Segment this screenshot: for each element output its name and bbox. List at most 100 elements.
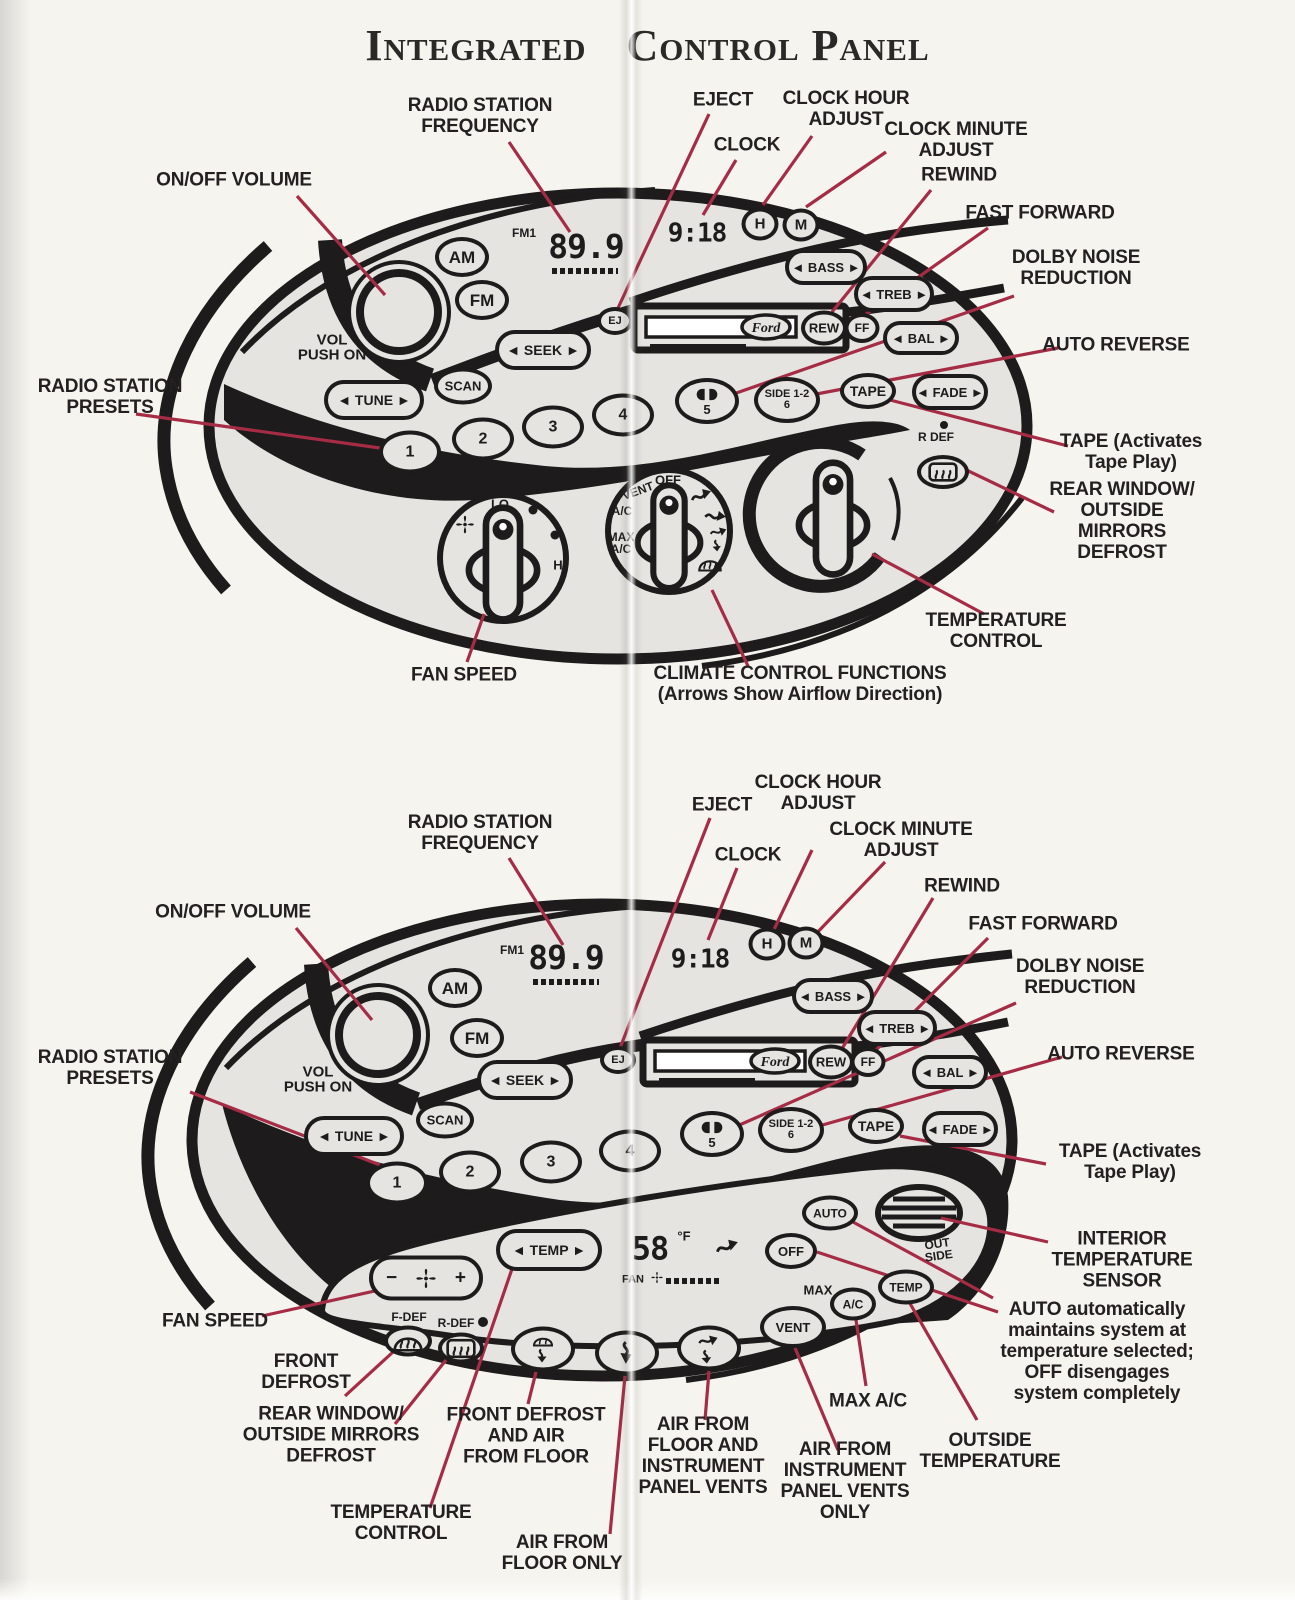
bottom-panel-off-button[interactable]: OFF xyxy=(765,1233,817,1269)
temperature-knob[interactable] xyxy=(742,435,901,593)
bottom-panel-seek-button[interactable]: ◄ SEEK ► xyxy=(477,1060,573,1100)
bottom-panel-temp-display: 58 xyxy=(631,1229,670,1268)
bottom-panel-preset-1-button[interactable]: 1 xyxy=(366,1161,428,1205)
top-panel-clock-label: CLOCK xyxy=(713,134,781,156)
bottom-panel-r-def-label: R-DEF xyxy=(437,1315,475,1330)
top-panel-preset-1-button[interactable]: 1 xyxy=(379,430,441,474)
off-button-text: OFF xyxy=(778,1243,804,1259)
top-panel-fast-forward-button[interactable]: FF xyxy=(844,313,880,343)
m3-icon xyxy=(696,1333,722,1363)
dolby-icon xyxy=(699,1120,725,1135)
bottom-panel-temp-adjust-button[interactable]: ◄ TEMP ► xyxy=(496,1229,602,1271)
am-button-text: AM xyxy=(441,978,469,998)
top-panel-preset-3-button[interactable]: 3 xyxy=(522,405,584,449)
bottom-panel-r-def-indicator-dot xyxy=(478,1317,488,1327)
bottom-panel-fast-forward-label: FAST FORWARD xyxy=(968,913,1118,935)
bottom-panel-auto-button[interactable]: AUTO xyxy=(802,1195,858,1231)
bottom-panel-dolby-button[interactable]: 5 xyxy=(680,1111,744,1157)
rewind-button-text: REW xyxy=(808,320,840,336)
bottom-panel-balance-button[interactable]: ◄ BAL ► xyxy=(912,1055,988,1089)
bottom-panel-preset-2-button[interactable]: 2 xyxy=(439,1150,501,1194)
top-panel-seek-button[interactable]: ◄ SEEK ► xyxy=(495,330,591,370)
bottom-panel-ac-button[interactable]: A/C xyxy=(830,1287,876,1321)
fan-icon xyxy=(650,1271,664,1285)
top-panel-tape-button[interactable]: TAPE xyxy=(840,373,896,409)
bottom-panel-vent-button[interactable]: VENT xyxy=(760,1306,826,1348)
top-panel-preset-4-button[interactable]: 4 xyxy=(592,393,654,437)
clock-hour-button-text: H xyxy=(761,935,773,953)
eject-button-text: EJ xyxy=(608,314,622,327)
bottom-panel-fm-button[interactable]: FM xyxy=(450,1018,504,1058)
bottom-panel-rear-defrost-button[interactable] xyxy=(438,1332,484,1364)
preset-4-button-text: 4 xyxy=(625,1142,635,1159)
top-panel-clock-hour-button[interactable]: H xyxy=(741,207,779,241)
fan-plus[interactable]: + xyxy=(454,1267,466,1289)
bottom-panel-fan-speed-button[interactable]: −+ xyxy=(369,1255,483,1301)
top-panel-fade-button[interactable]: ◄ FADE ► xyxy=(912,374,988,410)
bottom-panel-treble-button[interactable]: ◄ TREB ► xyxy=(857,1010,937,1046)
bottom-panel-tape-button[interactable]: TAPE xyxy=(848,1108,904,1144)
bottom-panel-display-airflow-icon xyxy=(715,1233,739,1262)
top-panel-balance-button[interactable]: ◄ BAL ► xyxy=(883,321,959,355)
defR-icon xyxy=(446,1338,476,1358)
bottom-panel-front-defrost-button[interactable] xyxy=(384,1325,432,1357)
top-panel-fm-button[interactable]: FM xyxy=(455,280,509,320)
bass-button-text: ◄ BASS ► xyxy=(791,259,861,275)
top-panel-temperature-control-label: TEMPERATURE CONTROL xyxy=(925,610,1067,652)
bottom-panel-fan-display-label: FAN xyxy=(622,1273,644,1286)
balance-button-text: ◄ BAL ► xyxy=(920,1064,980,1080)
bottom-panel-eject-label: EJECT xyxy=(691,794,753,816)
top-panel-tune-button[interactable]: ◄ TUNE ► xyxy=(324,380,424,420)
bottom-panel-clock-minute-button[interactable]: M xyxy=(787,926,825,960)
defF-icon xyxy=(393,1331,423,1351)
fast-forward-button-text: FF xyxy=(860,1055,876,1069)
top-panel-dolby-button[interactable]: 5 xyxy=(675,378,739,424)
top-panel-fan-h-label: H xyxy=(553,557,563,573)
bottom-panel-preset-3-button[interactable]: 3 xyxy=(520,1140,582,1184)
outside-temp-button-text: TEMP xyxy=(889,1280,923,1294)
bottom-panel-clock-hour-adjust-label: CLOCK HOUR ADJUST xyxy=(754,772,882,814)
top-panel-clock-minute-button[interactable]: M xyxy=(782,208,820,242)
top-panel-mode-max-ac-label: MAX A/C xyxy=(607,529,635,556)
bottom-panel-am-button[interactable]: AM xyxy=(428,968,482,1008)
bottom-panel-scan-button[interactable]: SCAN xyxy=(416,1101,474,1139)
top-panel-scan-button[interactable]: SCAN xyxy=(434,367,492,405)
bottom-panel-bass-button[interactable]: ◄ BASS ► xyxy=(792,978,874,1014)
top-panel-rewind-button[interactable]: REW xyxy=(801,310,847,346)
bottom-panel-mode-floor-only-button[interactable] xyxy=(595,1330,659,1376)
top-panel-side-1-2-button[interactable]: SIDE 1-2 6 xyxy=(754,377,820,423)
bottom-panel-preset-4-button[interactable]: 4 xyxy=(599,1129,661,1173)
top-panel-fan-dot-2 xyxy=(550,530,560,540)
bottom-panel-rewind-button[interactable]: REW xyxy=(808,1044,854,1080)
top-panel-eject-button[interactable]: EJ xyxy=(597,307,633,335)
flowF-icon xyxy=(615,1340,639,1367)
bottom-panel-radio-station-frequency-label: RADIO STATION FREQUENCY xyxy=(407,812,553,854)
bottom-panel-outside-temp-button[interactable]: TEMP xyxy=(878,1269,934,1305)
top-panel-am-button[interactable]: AM xyxy=(435,237,489,277)
bottom-panel-fast-forward-button[interactable]: FF xyxy=(850,1047,886,1077)
bottom-panel-eject-button[interactable]: EJ xyxy=(600,1046,636,1074)
page-title-word-2: Control Panel xyxy=(626,21,930,70)
dolby-button-text: 5 xyxy=(703,401,711,417)
dolby-button-text: 5 xyxy=(708,1134,716,1150)
scan-button-text: SCAN xyxy=(426,1112,464,1128)
top-panel-bass-button[interactable]: ◄ BASS ► xyxy=(785,249,867,285)
top-panel-rear-defrost-button[interactable] xyxy=(917,455,969,489)
preset-4-button-text: 4 xyxy=(618,406,628,423)
bottom-panel-clock-hour-button[interactable]: H xyxy=(748,927,786,961)
top-panel-preset-2-button[interactable]: 2 xyxy=(452,417,514,461)
bottom-panel-mode-floor-panel-button[interactable] xyxy=(677,1325,741,1371)
page-title-word-1: Integrated xyxy=(365,21,587,70)
fan-icon xyxy=(414,1266,438,1290)
top-panel-treble-button[interactable]: ◄ TREB ► xyxy=(854,276,934,312)
fan-speed-knob[interactable] xyxy=(437,492,569,624)
bottom-panel-tune-button[interactable]: ◄ TUNE ► xyxy=(304,1116,404,1156)
top-panel-volume-knob-label: VOL PUSH ON xyxy=(297,331,367,364)
side-1-2-button-text: SIDE 1-2 6 xyxy=(764,388,810,411)
bottom-panel-mode-defrost-floor-button[interactable] xyxy=(511,1326,575,1372)
top-panel-climate-control-functions-label: CLIMATE CONTROL FUNCTIONS (Arrows Show A… xyxy=(653,663,947,705)
bottom-panel-fade-button[interactable]: ◄ FADE ► xyxy=(922,1111,998,1147)
fan-minus[interactable]: − xyxy=(386,1267,398,1289)
top-panel-r-def-indicator-dot xyxy=(940,421,948,429)
bottom-panel-side-1-2-button[interactable]: SIDE 1-2 6 xyxy=(758,1107,824,1153)
